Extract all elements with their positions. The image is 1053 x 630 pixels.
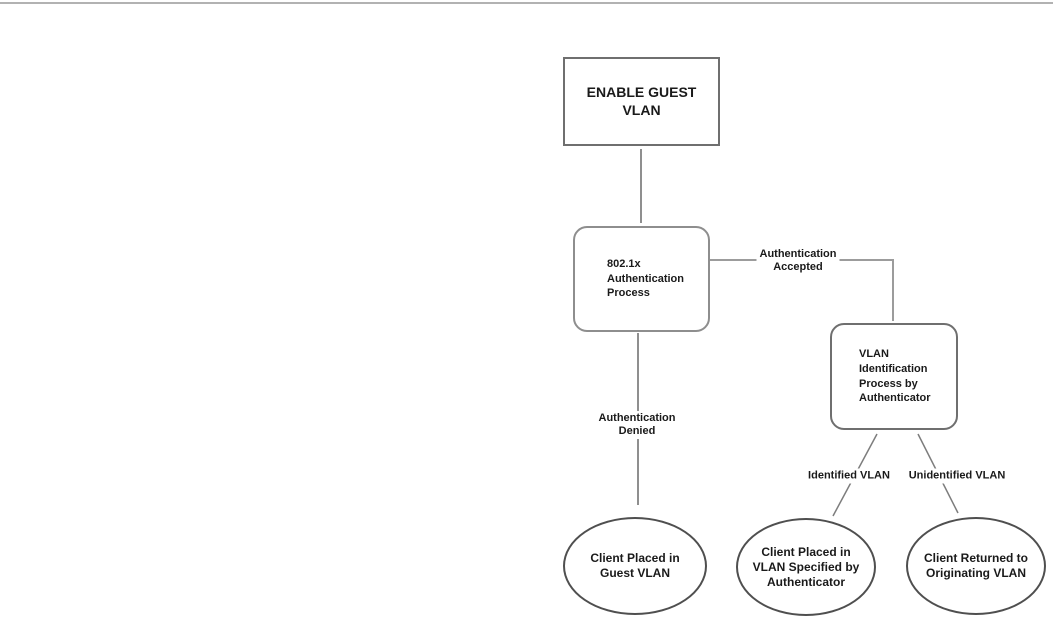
node-client-returned-originating-vlan: Client Returned to Originating VLAN [906,517,1046,615]
node-client-placed-specified-vlan: Client Placed in VLAN Specified by Authe… [736,518,876,616]
node-802-1x-authentication-process-label: 802.1x Authentication Process [607,258,684,300]
node-vlan-identification-process: VLAN Identification Process by Authentic… [830,323,958,430]
edge-label-identified-vlan: Identified VLAN [805,468,893,484]
edge-label-authentication-denied: Authentication Denied [595,411,679,439]
node-802-1x-authentication-process: 802.1x Authentication Process [573,226,710,332]
node-client-returned-originating-vlan-label: Client Returned to Originating VLAN [924,551,1028,580]
node-client-placed-guest-vlan: Client Placed in Guest VLAN [563,517,707,615]
node-client-placed-guest-vlan-label: Client Placed in Guest VLAN [590,551,680,580]
node-enable-guest-vlan: ENABLE GUEST VLAN [563,57,720,146]
top-divider-line [0,2,1053,4]
edge-label-unidentified-vlan: Unidentified VLAN [905,468,1009,484]
edge-label-authentication-accepted: Authentication Accepted [756,247,840,275]
node-vlan-identification-process-label: VLAN Identification Process by Authentic… [859,348,931,405]
node-client-placed-specified-vlan-label: Client Placed in VLAN Specified by Authe… [752,544,860,589]
node-enable-guest-vlan-label: ENABLE GUEST VLAN [586,83,697,118]
